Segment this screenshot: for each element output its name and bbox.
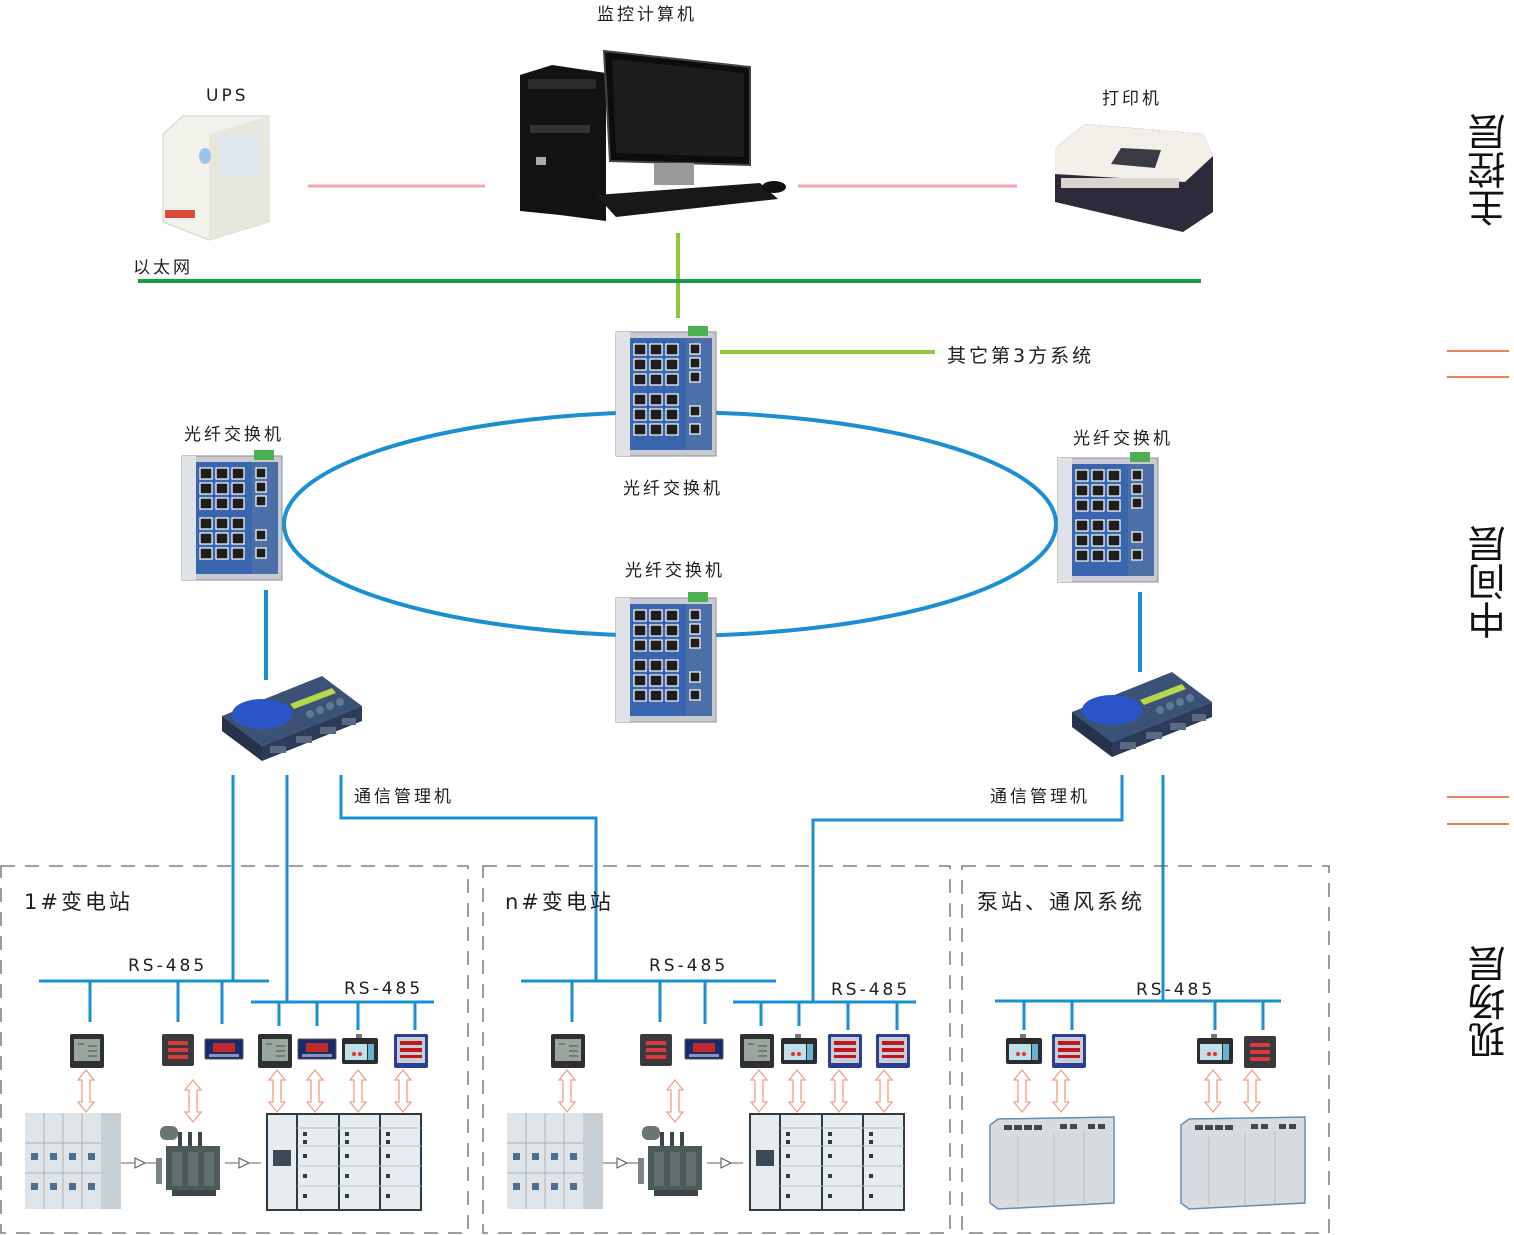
printer-device <box>1055 124 1213 232</box>
third-party-system-label: 其它第3方系统 <box>947 345 1095 367</box>
lcd-meter <box>69 1033 105 1069</box>
bidirectional-arrow-icon <box>788 1069 806 1113</box>
fiber-switch-top-label: 光纤交换机 <box>623 479 723 499</box>
hv-switchgear <box>506 1112 604 1210</box>
bidirectional-arrow-icon <box>1013 1069 1031 1113</box>
field-links <box>231 775 1165 1003</box>
bidirectional-arrow-icon <box>750 1069 768 1113</box>
lv-switchgear <box>266 1113 422 1211</box>
fiber-switch-top <box>615 325 717 457</box>
ups-label: UPS <box>206 86 249 106</box>
bidirectional-arrow-icon <box>830 1069 848 1113</box>
bidirectional-arrow-icon <box>558 1069 576 1113</box>
fiber-switch-right-label: 光纤交换机 <box>1073 429 1173 449</box>
panel-display <box>684 1038 724 1060</box>
fiber-switch-bottom <box>615 591 717 723</box>
bidirectional-arrow-icon <box>77 1069 95 1113</box>
bidirectional-arrow-icon <box>268 1069 286 1113</box>
multi-meter <box>828 1034 862 1068</box>
ethernet-label: 以太网 <box>133 258 193 278</box>
rs485-label: RS-485 <box>831 980 911 1000</box>
ups-device <box>162 115 270 241</box>
led-meter <box>162 1034 194 1066</box>
layer-label-top: 主控层 <box>1468 113 1512 227</box>
led-meter <box>1244 1036 1276 1068</box>
monitor-computer-label: 监控计算机 <box>597 5 697 25</box>
protection-relay <box>781 1034 817 1064</box>
station-frames <box>0 865 1330 1234</box>
bidirectional-arrow-icon <box>1052 1069 1070 1113</box>
bidirectional-arrow-icon <box>1204 1069 1222 1113</box>
multi-meter <box>1052 1034 1086 1068</box>
layer-label-field: 现场层 <box>1468 945 1512 1059</box>
protection-relay <box>342 1034 378 1064</box>
station-n-title: n#变电站 <box>505 890 614 914</box>
layer-separator <box>1447 823 1509 825</box>
rs485-label: RS-485 <box>649 956 729 976</box>
layer-separator <box>1447 796 1509 798</box>
hv-switchgear <box>24 1112 122 1210</box>
transformer <box>638 1126 702 1196</box>
protection-relay <box>1197 1034 1233 1064</box>
monitor-computer <box>520 49 786 221</box>
layer-separator <box>1447 350 1509 352</box>
rs485-label: RS-485 <box>1136 980 1216 1000</box>
comm-manager-left-label: 通信管理机 <box>354 787 454 807</box>
comm-manager-left <box>222 676 362 761</box>
flow-arrow-icon <box>602 1157 640 1169</box>
transformer <box>156 1126 220 1196</box>
station-n-bus <box>521 979 916 1030</box>
rs485-label: RS-485 <box>344 979 424 999</box>
pump-station-title: 泵站、通风系统 <box>977 890 1145 914</box>
fiber-switch-right <box>1057 451 1159 583</box>
bidirectional-arrow-icon <box>875 1069 893 1113</box>
layer-label-middle: 中间层 <box>1468 525 1512 639</box>
station-1-title: 1#变电站 <box>24 890 133 914</box>
control-cabinet <box>1180 1116 1306 1210</box>
pump-station-bus <box>995 999 1281 1030</box>
bidirectional-arrow-icon <box>666 1079 684 1123</box>
bidirectional-arrow-icon <box>306 1069 324 1113</box>
multi-meter <box>394 1034 428 1068</box>
panel-display <box>204 1038 244 1060</box>
flow-arrow-icon <box>706 1157 744 1169</box>
lcd-meter <box>257 1033 293 1069</box>
printer-label: 打印机 <box>1102 89 1162 109</box>
led-meter <box>640 1034 672 1066</box>
bidirectional-arrow-icon <box>349 1069 367 1113</box>
rs485-label: RS-485 <box>128 956 208 976</box>
lcd-meter <box>550 1033 586 1069</box>
multi-meter <box>876 1034 910 1068</box>
fiber-switch-left <box>181 449 283 581</box>
bidirectional-arrow-icon <box>184 1079 202 1123</box>
layer-separator <box>1447 376 1509 378</box>
control-cabinet <box>989 1116 1115 1210</box>
bidirectional-arrow-icon <box>394 1069 412 1113</box>
flow-arrow-icon <box>120 1157 158 1169</box>
lv-switchgear <box>749 1113 905 1211</box>
fiber-switch-left-label: 光纤交换机 <box>184 425 284 445</box>
protection-relay <box>1006 1034 1042 1064</box>
flow-arrow-icon <box>224 1157 262 1169</box>
station-1-bus <box>39 979 434 1030</box>
fiber-switch-bottom-label: 光纤交换机 <box>625 561 725 581</box>
comm-manager-right <box>1072 672 1212 757</box>
lcd-meter <box>739 1033 775 1069</box>
bidirectional-arrow-icon <box>1243 1069 1261 1113</box>
panel-display <box>297 1038 337 1060</box>
comm-manager-right-label: 通信管理机 <box>990 787 1090 807</box>
